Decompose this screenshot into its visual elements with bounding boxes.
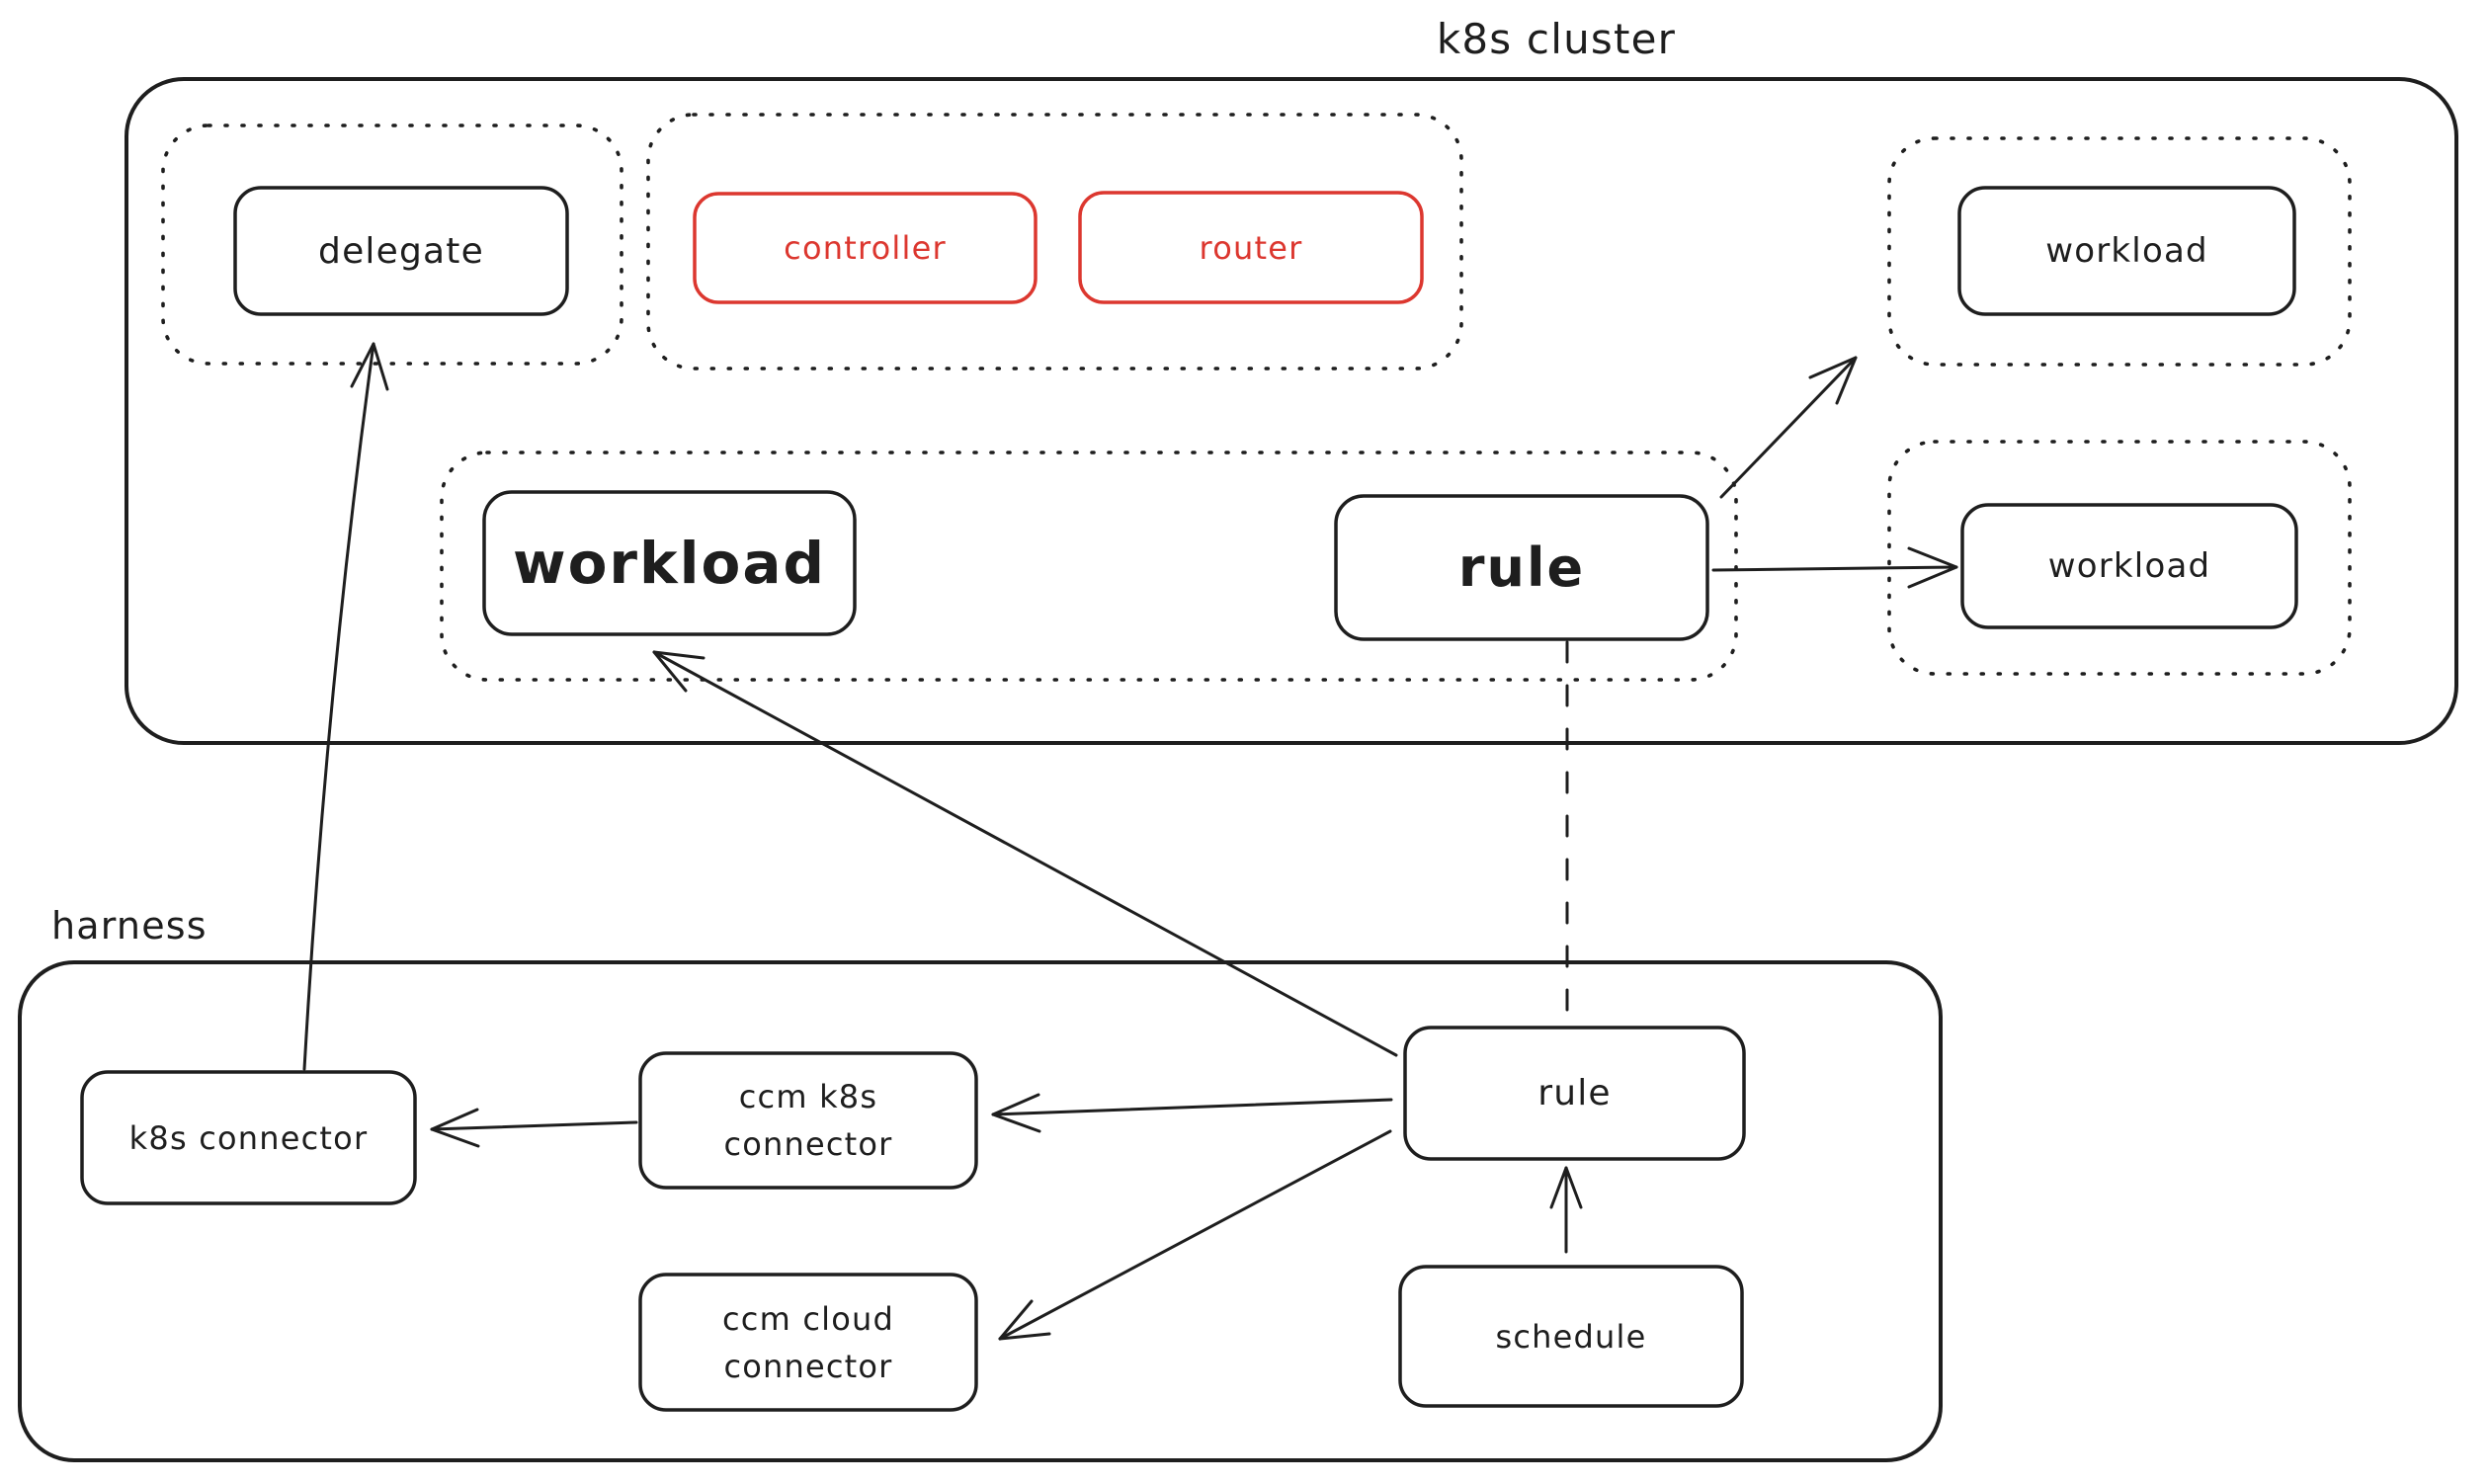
arrow-rule-to-workload-right [1711,546,1958,589]
ccm-cloud-connector-node [638,1273,978,1412]
k8s-connector-node [80,1070,417,1205]
delegate-node [233,186,569,316]
arrow-harness-rule-to-workload [652,650,1398,1057]
schedule-node [1398,1265,1744,1408]
arrow-rule-to-ccm-cloud-connector [998,1129,1392,1341]
router-node [1078,191,1424,304]
workload-right-group-box [1887,440,2352,676]
workload-rule-group-box [440,451,1738,682]
arrow-schedule-to-rule [1549,1166,1583,1254]
workload-top-right-node [1957,186,2296,316]
controller-router-group-box [646,113,1463,371]
workload-node [482,490,857,636]
arrow-ccm-k8s-to-k8s-connector [430,1108,638,1148]
arrow-rule-to-workload-top-right [1719,356,1858,499]
arrow-k8s-connector-to-delegate [302,342,389,1071]
rule-node [1334,494,1709,641]
ccm-k8s-connector-node [638,1051,978,1190]
controller-node [693,192,1038,304]
workload-right-node [1960,503,2298,629]
k8s-cluster-box [125,77,2458,745]
workload-top-right-group-box [1887,136,2352,367]
rule-harness-node [1403,1026,1746,1161]
delegate-group-box [161,124,623,366]
arrow-rule-to-ccm-k8s-connector [991,1093,1393,1133]
harness-box [18,960,1943,1462]
